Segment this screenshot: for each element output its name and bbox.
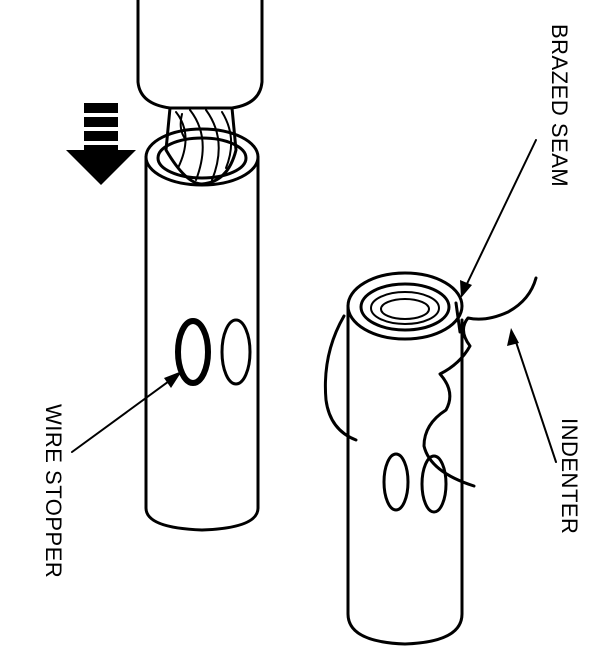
indenter-tool — [422, 276, 538, 488]
terminal-tube-left — [144, 127, 260, 532]
side-hole-right-1 — [382, 452, 410, 512]
wire-stopper-label: WIRE STOPPER — [41, 404, 66, 578]
wire-stopper-leader — [71, 371, 182, 453]
stranded-wire-core — [164, 106, 238, 186]
side-hole-left — [220, 318, 252, 386]
side-flap — [323, 314, 358, 442]
brazed-seam-label: BRAZED SEAM — [547, 24, 572, 187]
side-hole-right-2 — [420, 454, 448, 514]
down-arrow-icon — [66, 103, 136, 185]
indenter-leader — [507, 328, 557, 463]
brazed-seam-leader — [460, 139, 537, 298]
wire-stopper-hole — [175, 318, 211, 386]
indenter-label: INDENTER — [557, 418, 582, 534]
terminal-tube-right — [346, 271, 464, 646]
insulated-wire — [136, 0, 264, 110]
brazed-seam-line — [454, 301, 462, 334]
